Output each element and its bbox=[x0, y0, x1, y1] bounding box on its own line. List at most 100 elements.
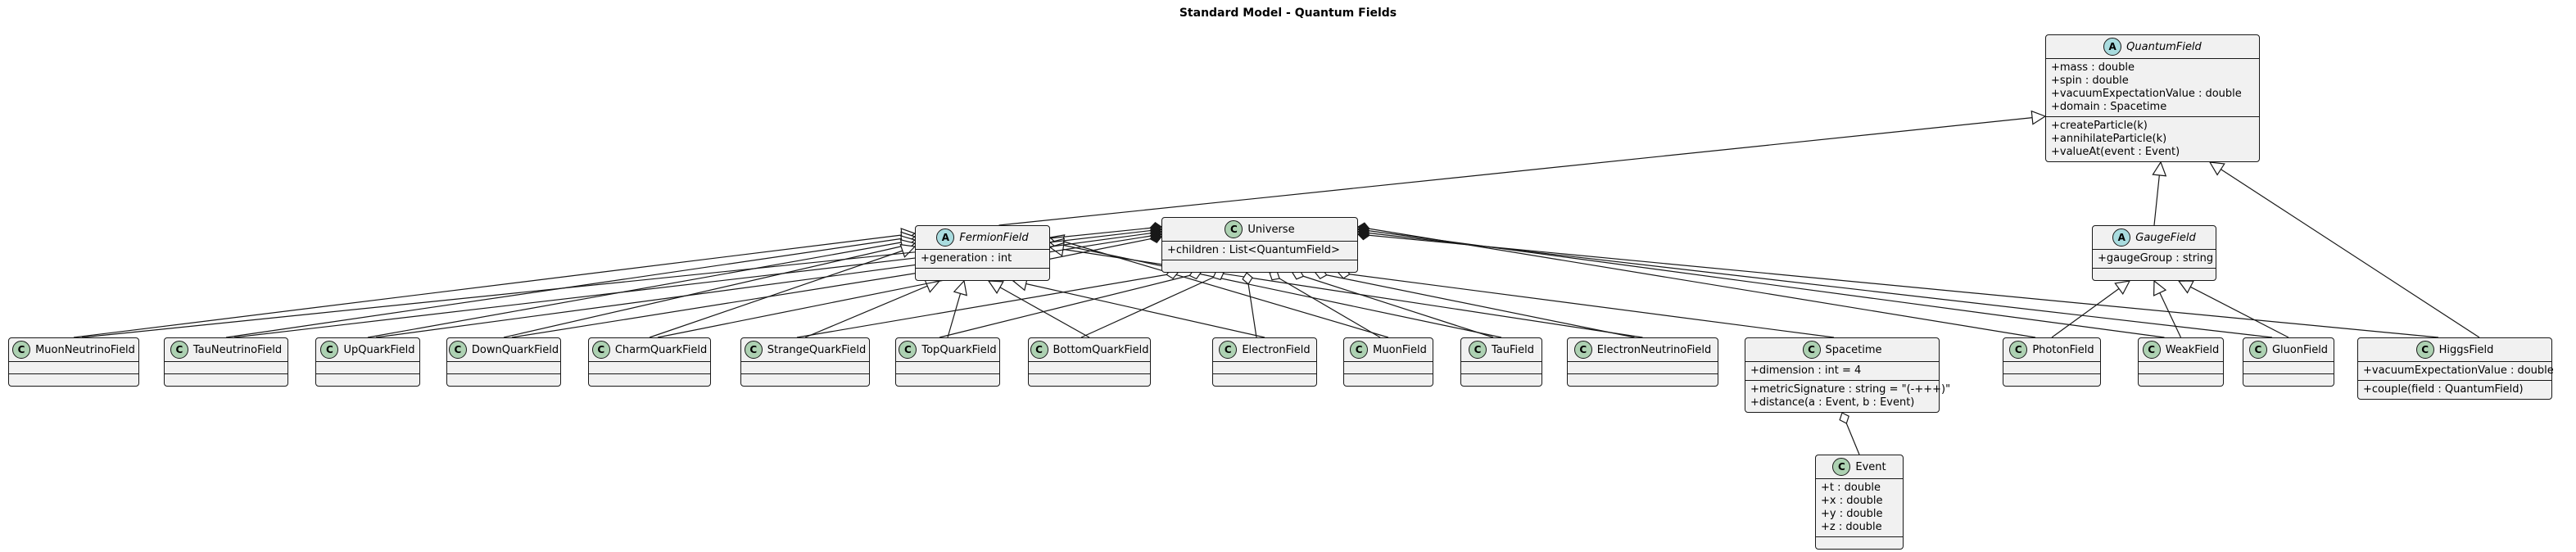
class-name: TauNeutrinoField bbox=[192, 343, 283, 356]
generalization-arrowhead bbox=[2177, 280, 2194, 294]
class-name: TauField bbox=[1492, 343, 1534, 356]
class-header: C TopQuarkField bbox=[896, 338, 999, 361]
method-section bbox=[1568, 373, 1718, 386]
composition-diamond bbox=[1357, 228, 1370, 241]
class-icon: C bbox=[448, 341, 467, 359]
attribute: +mass : double bbox=[2051, 61, 2135, 74]
generalization-line bbox=[1049, 242, 1502, 338]
method: +distance(a : Event, b : Event) bbox=[1750, 396, 1915, 409]
class-header: C MuonNeutrinoField bbox=[9, 338, 138, 361]
generalization-line bbox=[649, 246, 916, 338]
class-name: ElectronField bbox=[1242, 343, 1311, 356]
class-name: Spacetime bbox=[1825, 343, 1882, 356]
class-icon: C bbox=[2415, 341, 2434, 359]
class-icon: C bbox=[1219, 341, 1238, 359]
class-name: WeakField bbox=[2165, 343, 2220, 356]
abstract-class-icon: A bbox=[2112, 228, 2131, 247]
class-name: QuantumField bbox=[2126, 40, 2202, 53]
generalization-line bbox=[2209, 161, 2480, 338]
generalization-arrowhead bbox=[987, 280, 1004, 294]
method-section bbox=[916, 268, 1049, 280]
attribute-section: +gaugeGroup : string bbox=[2093, 249, 2216, 268]
class-icon: C bbox=[12, 341, 31, 359]
class-icon: C bbox=[1350, 341, 1369, 359]
class-icon: C bbox=[1573, 341, 1592, 359]
class-name: TopQuarkField bbox=[921, 343, 997, 356]
generalization-arrowhead bbox=[953, 279, 967, 296]
method-section bbox=[1213, 373, 1316, 386]
method-section bbox=[589, 373, 710, 386]
class-name: PhotonField bbox=[2032, 343, 2094, 356]
attribute-section bbox=[2243, 361, 2334, 373]
generalization-line bbox=[73, 233, 916, 338]
method-section bbox=[1029, 373, 1150, 386]
method-section bbox=[741, 373, 869, 386]
class-name: MuonNeutrinoField bbox=[35, 343, 135, 356]
method-section: +couple(field : QuantumField) bbox=[2358, 380, 2551, 399]
attribute-section bbox=[165, 361, 287, 373]
class-icon: C bbox=[899, 341, 917, 359]
aggregation-line bbox=[939, 272, 1202, 338]
attribute-section: +generation : int bbox=[916, 249, 1049, 268]
class-header: C PhotonField bbox=[2003, 338, 2100, 361]
method-section: +metricSignature : string = "(-+++)"+dis… bbox=[1745, 380, 1951, 412]
class-icon: C bbox=[2009, 341, 2028, 359]
attribute: +vacuumExpectationValue : double bbox=[2363, 364, 2554, 377]
method-section bbox=[2139, 373, 2223, 386]
method-section bbox=[1162, 260, 1357, 272]
attribute-section bbox=[447, 361, 560, 373]
attribute: +spin : double bbox=[2051, 75, 2129, 87]
attribute-section: +children : List<QuantumField> bbox=[1162, 241, 1357, 260]
method: +metricSignature : string = "(-+++)" bbox=[1750, 383, 1951, 396]
aggregation-line bbox=[1315, 272, 1635, 338]
generalization-line bbox=[1012, 280, 1265, 338]
composition-line bbox=[1357, 233, 2439, 338]
class-name: Universe bbox=[1247, 223, 1295, 236]
generalization-arrowhead bbox=[2152, 161, 2167, 177]
class-electron-neutrino-field: C ElectronNeutrinoField bbox=[1567, 337, 1718, 387]
attribute: +z : double bbox=[1821, 521, 1882, 533]
method-section bbox=[9, 373, 138, 386]
method-section bbox=[2093, 268, 2216, 280]
attribute-section bbox=[1344, 361, 1433, 373]
attribute-section bbox=[1568, 361, 1718, 373]
class-icon: C bbox=[1832, 458, 1851, 476]
class-icon: C bbox=[1469, 341, 1487, 359]
attribute-section: +mass : double+spin : double+vacuumExpec… bbox=[2046, 58, 2259, 116]
generalization-arrowhead bbox=[2153, 279, 2167, 296]
generalization-line bbox=[2178, 280, 2289, 338]
method: +couple(field : QuantumField) bbox=[2363, 383, 2524, 396]
attribute-section: +vacuumExpectationValue : double bbox=[2358, 361, 2554, 380]
generalization-arrowhead bbox=[1048, 242, 1065, 257]
attribute-section bbox=[1213, 361, 1316, 373]
attribute: +t : double bbox=[1821, 482, 1881, 494]
generalization-arrowhead bbox=[899, 243, 917, 258]
attribute: +generation : int bbox=[921, 252, 1012, 265]
class-tau-field: C TauField bbox=[1460, 337, 1542, 387]
class-name: GaugeField bbox=[2135, 231, 2196, 244]
class-name: ElectronNeutrinoField bbox=[1596, 343, 1712, 356]
class-icon: C bbox=[2248, 341, 2267, 359]
method-section bbox=[447, 373, 560, 386]
class-name: HiggsField bbox=[2438, 343, 2494, 356]
class-header: C HiggsField bbox=[2358, 338, 2551, 361]
method-section bbox=[165, 373, 287, 386]
